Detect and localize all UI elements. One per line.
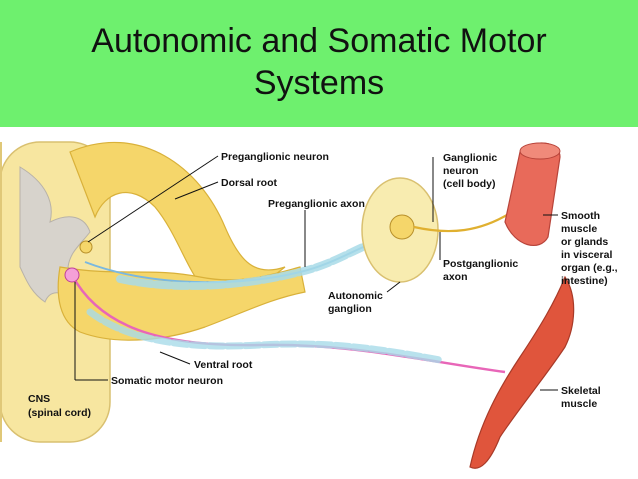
motor-systems-diagram: Preganglionic neuron Dorsal root Pregang… [0, 141, 618, 469]
postganglionic-axon [413, 211, 513, 233]
label-smooth-muscle-2: muscle [561, 223, 597, 235]
label-cns-2: (spinal cord) [28, 407, 91, 419]
slide-title: Autonomic and Somatic Motor Systems [0, 20, 638, 104]
skeletal-muscle [469, 275, 575, 469]
preganglionic-myelin [116, 239, 376, 290]
leader-lines [74, 155, 558, 391]
spinal-cord [0, 141, 111, 443]
label-smooth-muscle-1: Smooth [561, 210, 600, 222]
label-ventral-root: Ventral root [194, 359, 253, 371]
title-banner: Autonomic and Somatic Motor Systems [0, 0, 638, 127]
label-autonomic-ganglion-2: ganglion [328, 303, 372, 315]
label-ganglionic-neuron-2: neuron [443, 165, 479, 177]
label-skeletal-muscle-2: muscle [561, 398, 597, 410]
label-cns-1: CNS [28, 393, 50, 405]
somatic-myelin [86, 308, 444, 364]
title-line-2: Systems [253, 64, 385, 102]
title-line-1: Autonomic and Somatic Motor [91, 22, 547, 60]
label-smooth-muscle-5: organ (e.g., [561, 262, 618, 274]
ganglionic-neuron-body [389, 214, 415, 240]
label-postganglionic-2: axon [443, 271, 468, 283]
somatic-motor-neuron-body [64, 267, 80, 283]
label-autonomic-ganglion-1: Autonomic [328, 290, 383, 302]
label-preganglionic-axon: Preganglionic axon [268, 198, 365, 210]
label-smooth-muscle-3: or glands [561, 236, 608, 248]
label-postganglionic-1: Postganglionic [443, 258, 518, 270]
label-dorsal-root: Dorsal root [221, 177, 278, 189]
preganglionic-neuron-body [79, 240, 93, 254]
label-ganglionic-neuron-1: Ganglionic [443, 152, 497, 164]
label-smooth-muscle-4: in visceral [561, 249, 612, 261]
label-skeletal-muscle-1: Skeletal [561, 385, 601, 397]
label-smooth-muscle-6: intestine) [561, 275, 608, 287]
label-ganglionic-neuron-3: (cell body) [443, 178, 496, 190]
smooth-muscle [504, 142, 561, 246]
label-somatic-motor-neuron: Somatic motor neuron [111, 375, 223, 387]
label-preganglionic-neuron: Preganglionic neuron [221, 151, 329, 163]
